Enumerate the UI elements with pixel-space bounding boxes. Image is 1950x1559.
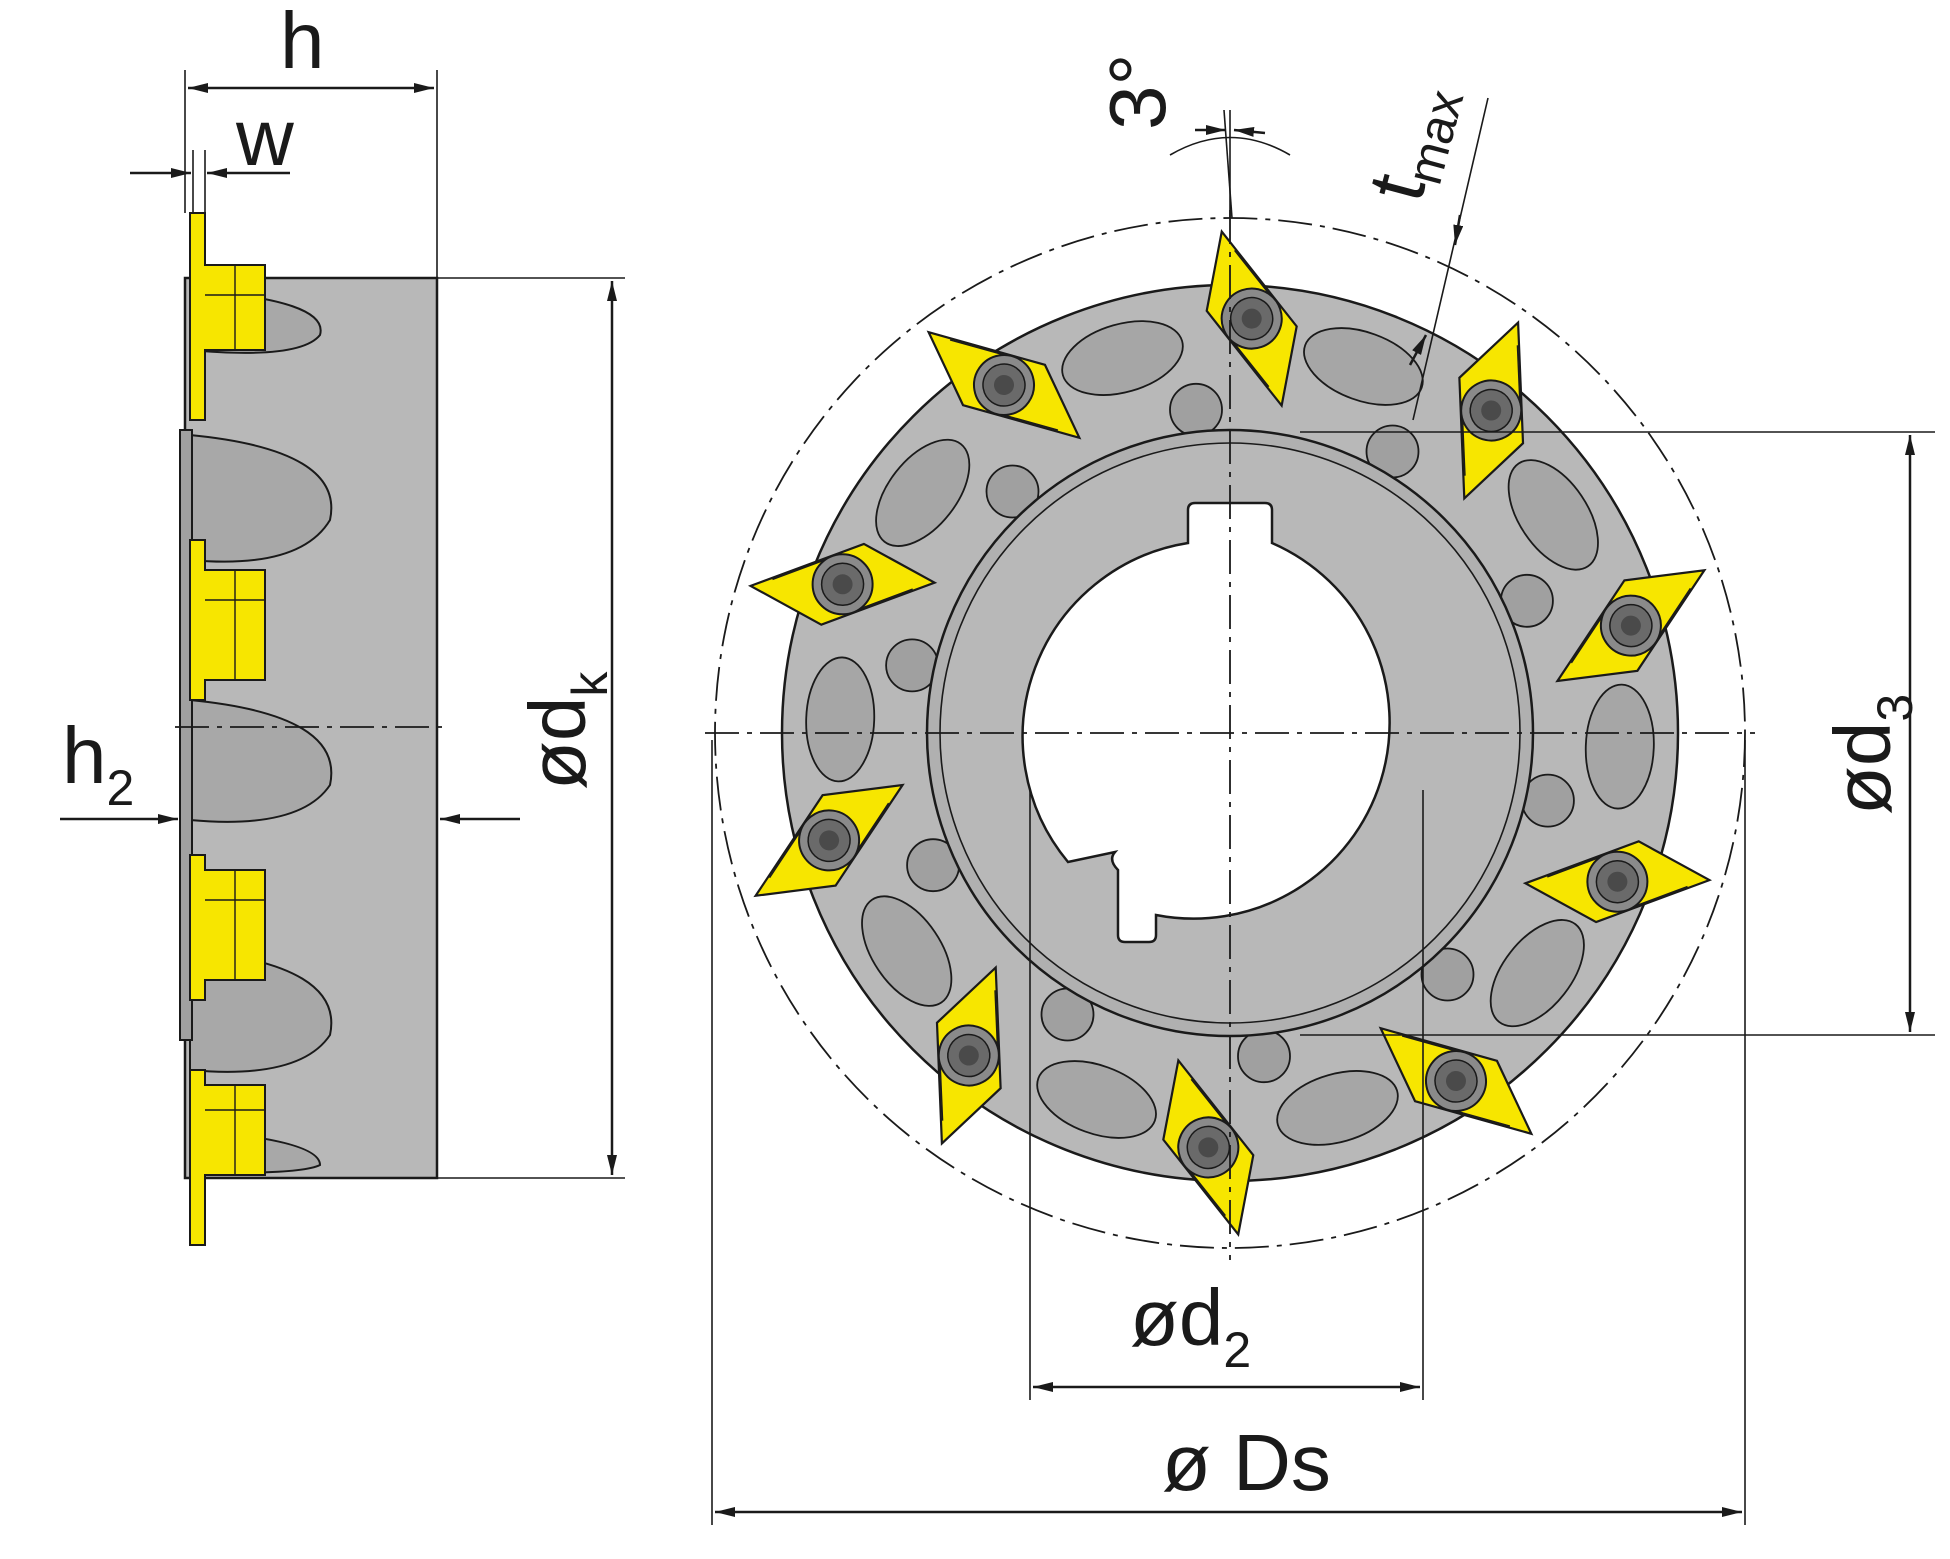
relief-hole	[1237, 1029, 1291, 1084]
flute-pocket	[1507, 459, 1599, 571]
relief-hole	[985, 464, 1040, 519]
relief-hole	[1420, 947, 1475, 1002]
flute-pocket	[805, 656, 876, 783]
label-d3: ød3	[1818, 694, 1923, 815]
flute-pocket	[1061, 320, 1184, 396]
label-h2: h2	[62, 711, 134, 816]
side-view-inserts	[189, 212, 266, 1246]
relief-hole	[1169, 382, 1223, 437]
label-w: w	[235, 93, 294, 182]
label-d2: ød2	[1130, 1273, 1251, 1378]
side-view	[60, 70, 625, 1246]
flute-pocket	[1303, 327, 1424, 406]
flute-pocket	[1276, 1070, 1399, 1146]
label-ds: ø Ds	[1162, 1418, 1331, 1507]
flute-pocket	[1036, 1060, 1157, 1139]
label-dk: ødk	[513, 671, 618, 790]
flute-pocket	[1584, 683, 1655, 810]
label-h: h	[280, 0, 325, 85]
flute-pockets	[805, 320, 1655, 1146]
angle-arc	[1169, 136, 1291, 156]
flute-pocket	[861, 895, 953, 1007]
flute-pocket	[1489, 919, 1585, 1028]
tmax-leader	[1412, 97, 1489, 421]
flute-pocket	[875, 438, 971, 547]
bore-with-keyway	[1021, 501, 1391, 944]
label-tmax: tmax	[1350, 74, 1474, 212]
front-view	[705, 97, 1935, 1525]
label-angle: 3°	[1093, 54, 1182, 130]
